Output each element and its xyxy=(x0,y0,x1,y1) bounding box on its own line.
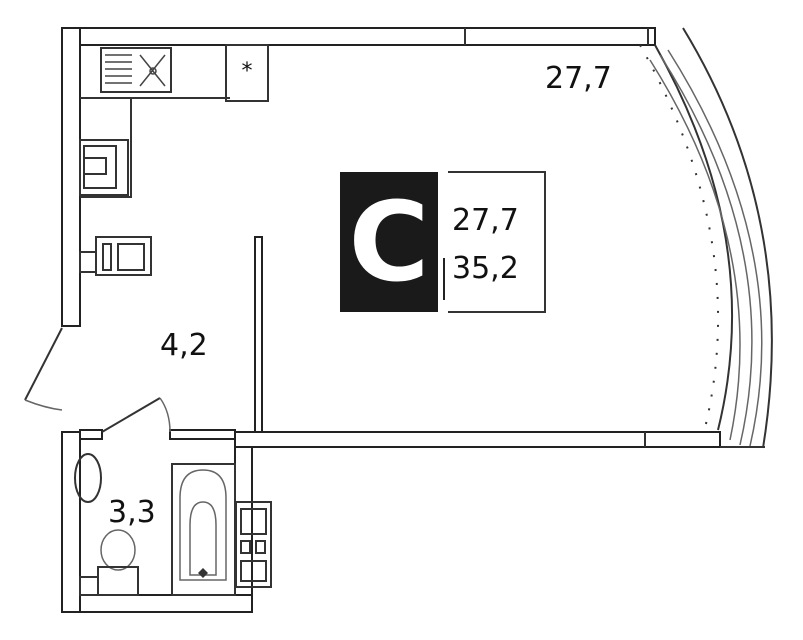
bathroom xyxy=(74,453,272,596)
toilet-icon xyxy=(79,529,139,596)
wall-bathroom-top-left xyxy=(79,429,103,440)
wall-bathroom-top-right xyxy=(169,429,236,440)
washbasin-icon xyxy=(74,453,102,503)
curved-window-wall xyxy=(639,27,773,449)
stove-icon xyxy=(79,139,129,196)
entrance-door[interactable] xyxy=(24,327,63,411)
utility-shaft-icon xyxy=(235,501,272,588)
snowflake-icon: * xyxy=(242,59,253,84)
wall-top xyxy=(79,27,656,46)
fridge-icon xyxy=(225,44,269,102)
sink-icon xyxy=(100,47,172,93)
walls xyxy=(61,27,721,613)
apartment-type-badge: C 27,7 35,2 xyxy=(340,171,546,313)
wall-bathroom-bottom xyxy=(79,594,253,613)
badge-letter: C xyxy=(349,178,430,306)
badge-total-area: 35,2 xyxy=(452,251,519,286)
wall-left-upper xyxy=(61,27,81,327)
hallway-area-label: 4,2 xyxy=(160,328,208,363)
wall-bathroom-right xyxy=(234,431,253,596)
wall-left-lower xyxy=(61,431,81,613)
kitchen: * xyxy=(79,44,269,276)
bathroom-door[interactable] xyxy=(101,397,171,433)
washing-machine-icon xyxy=(79,236,152,276)
wall-room-bottom xyxy=(234,431,721,448)
partition-wall xyxy=(254,236,263,433)
badge-background xyxy=(340,172,438,312)
kitchen-counter xyxy=(80,97,230,198)
bathroom-area-label: 3,3 xyxy=(108,495,156,530)
badge-living-area: 27,7 xyxy=(452,203,519,238)
bathtub-icon xyxy=(171,463,236,596)
living-room-area-label: 27,7 xyxy=(545,61,612,96)
